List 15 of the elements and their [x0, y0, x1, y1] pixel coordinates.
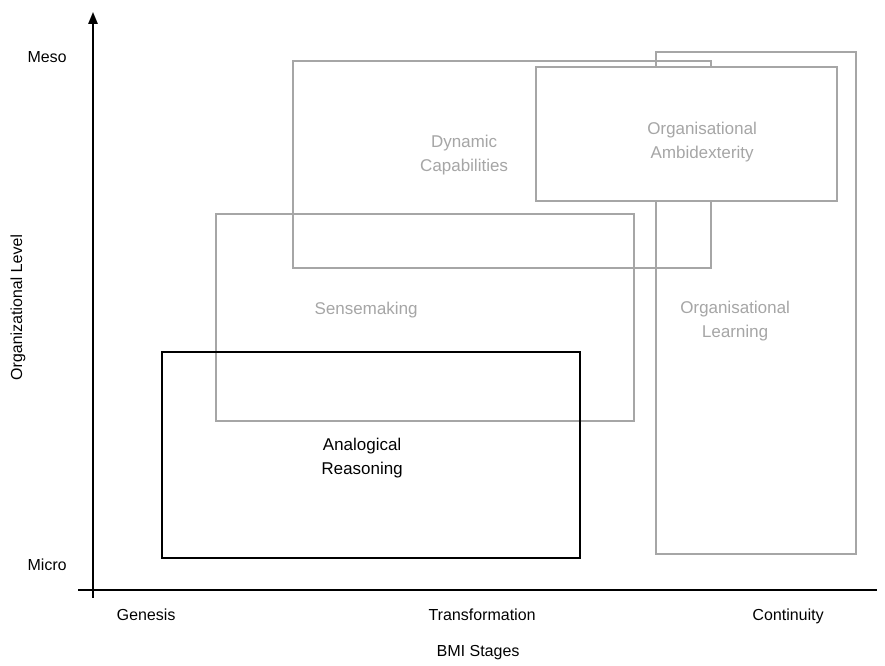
axis-tick-label: Transformation	[428, 606, 536, 626]
concept-box	[161, 351, 581, 559]
concept-label: Dynamic Capabilities	[419, 131, 509, 177]
axis-tick-label: Micro	[27, 556, 67, 576]
axis-title: BMI Stages	[436, 642, 520, 662]
concept-label: Organisational Learning	[679, 297, 791, 343]
concept-box	[215, 213, 635, 422]
concept-label: Organisational Ambidexterity	[646, 118, 758, 164]
axis-title: Organizational Level	[8, 234, 27, 380]
axis-tick-label: Meso	[27, 48, 67, 68]
concept-label: Sensemaking	[313, 298, 418, 320]
concept-label: Analogical Reasoning	[320, 434, 404, 480]
axis-tick-label: Genesis	[116, 606, 176, 626]
concept-box	[535, 66, 838, 202]
axis-tick-label: Continuity	[752, 606, 824, 626]
